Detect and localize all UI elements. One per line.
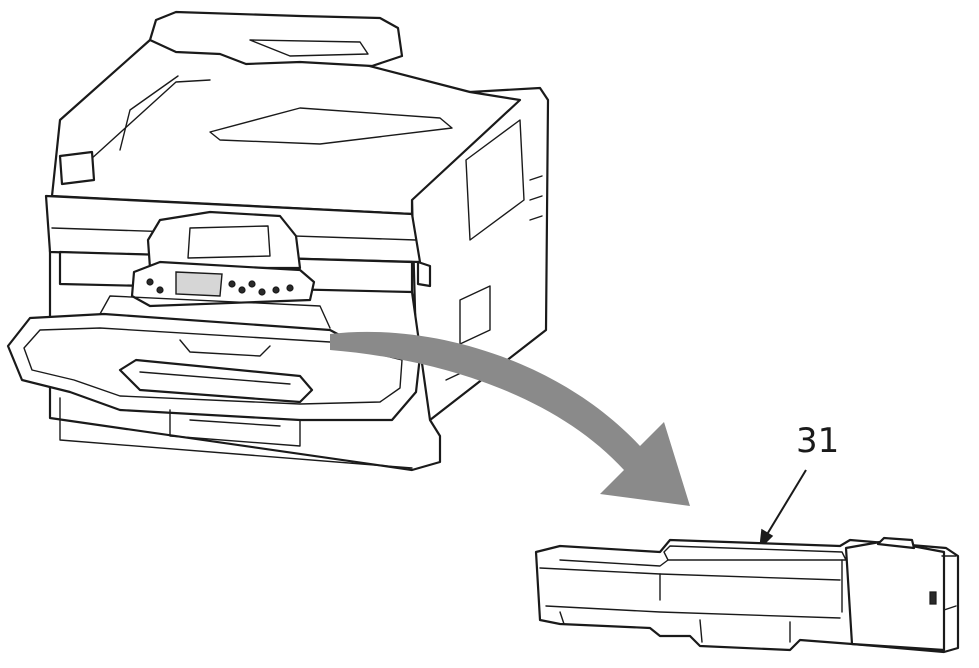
printer-illustration (6, 10, 550, 472)
arrow-body (330, 331, 690, 506)
leader-line-icon (759, 469, 807, 551)
belt-unit-illustration (534, 536, 960, 654)
curved-arrow-icon (330, 331, 690, 506)
callout-number: 31 (796, 421, 840, 461)
